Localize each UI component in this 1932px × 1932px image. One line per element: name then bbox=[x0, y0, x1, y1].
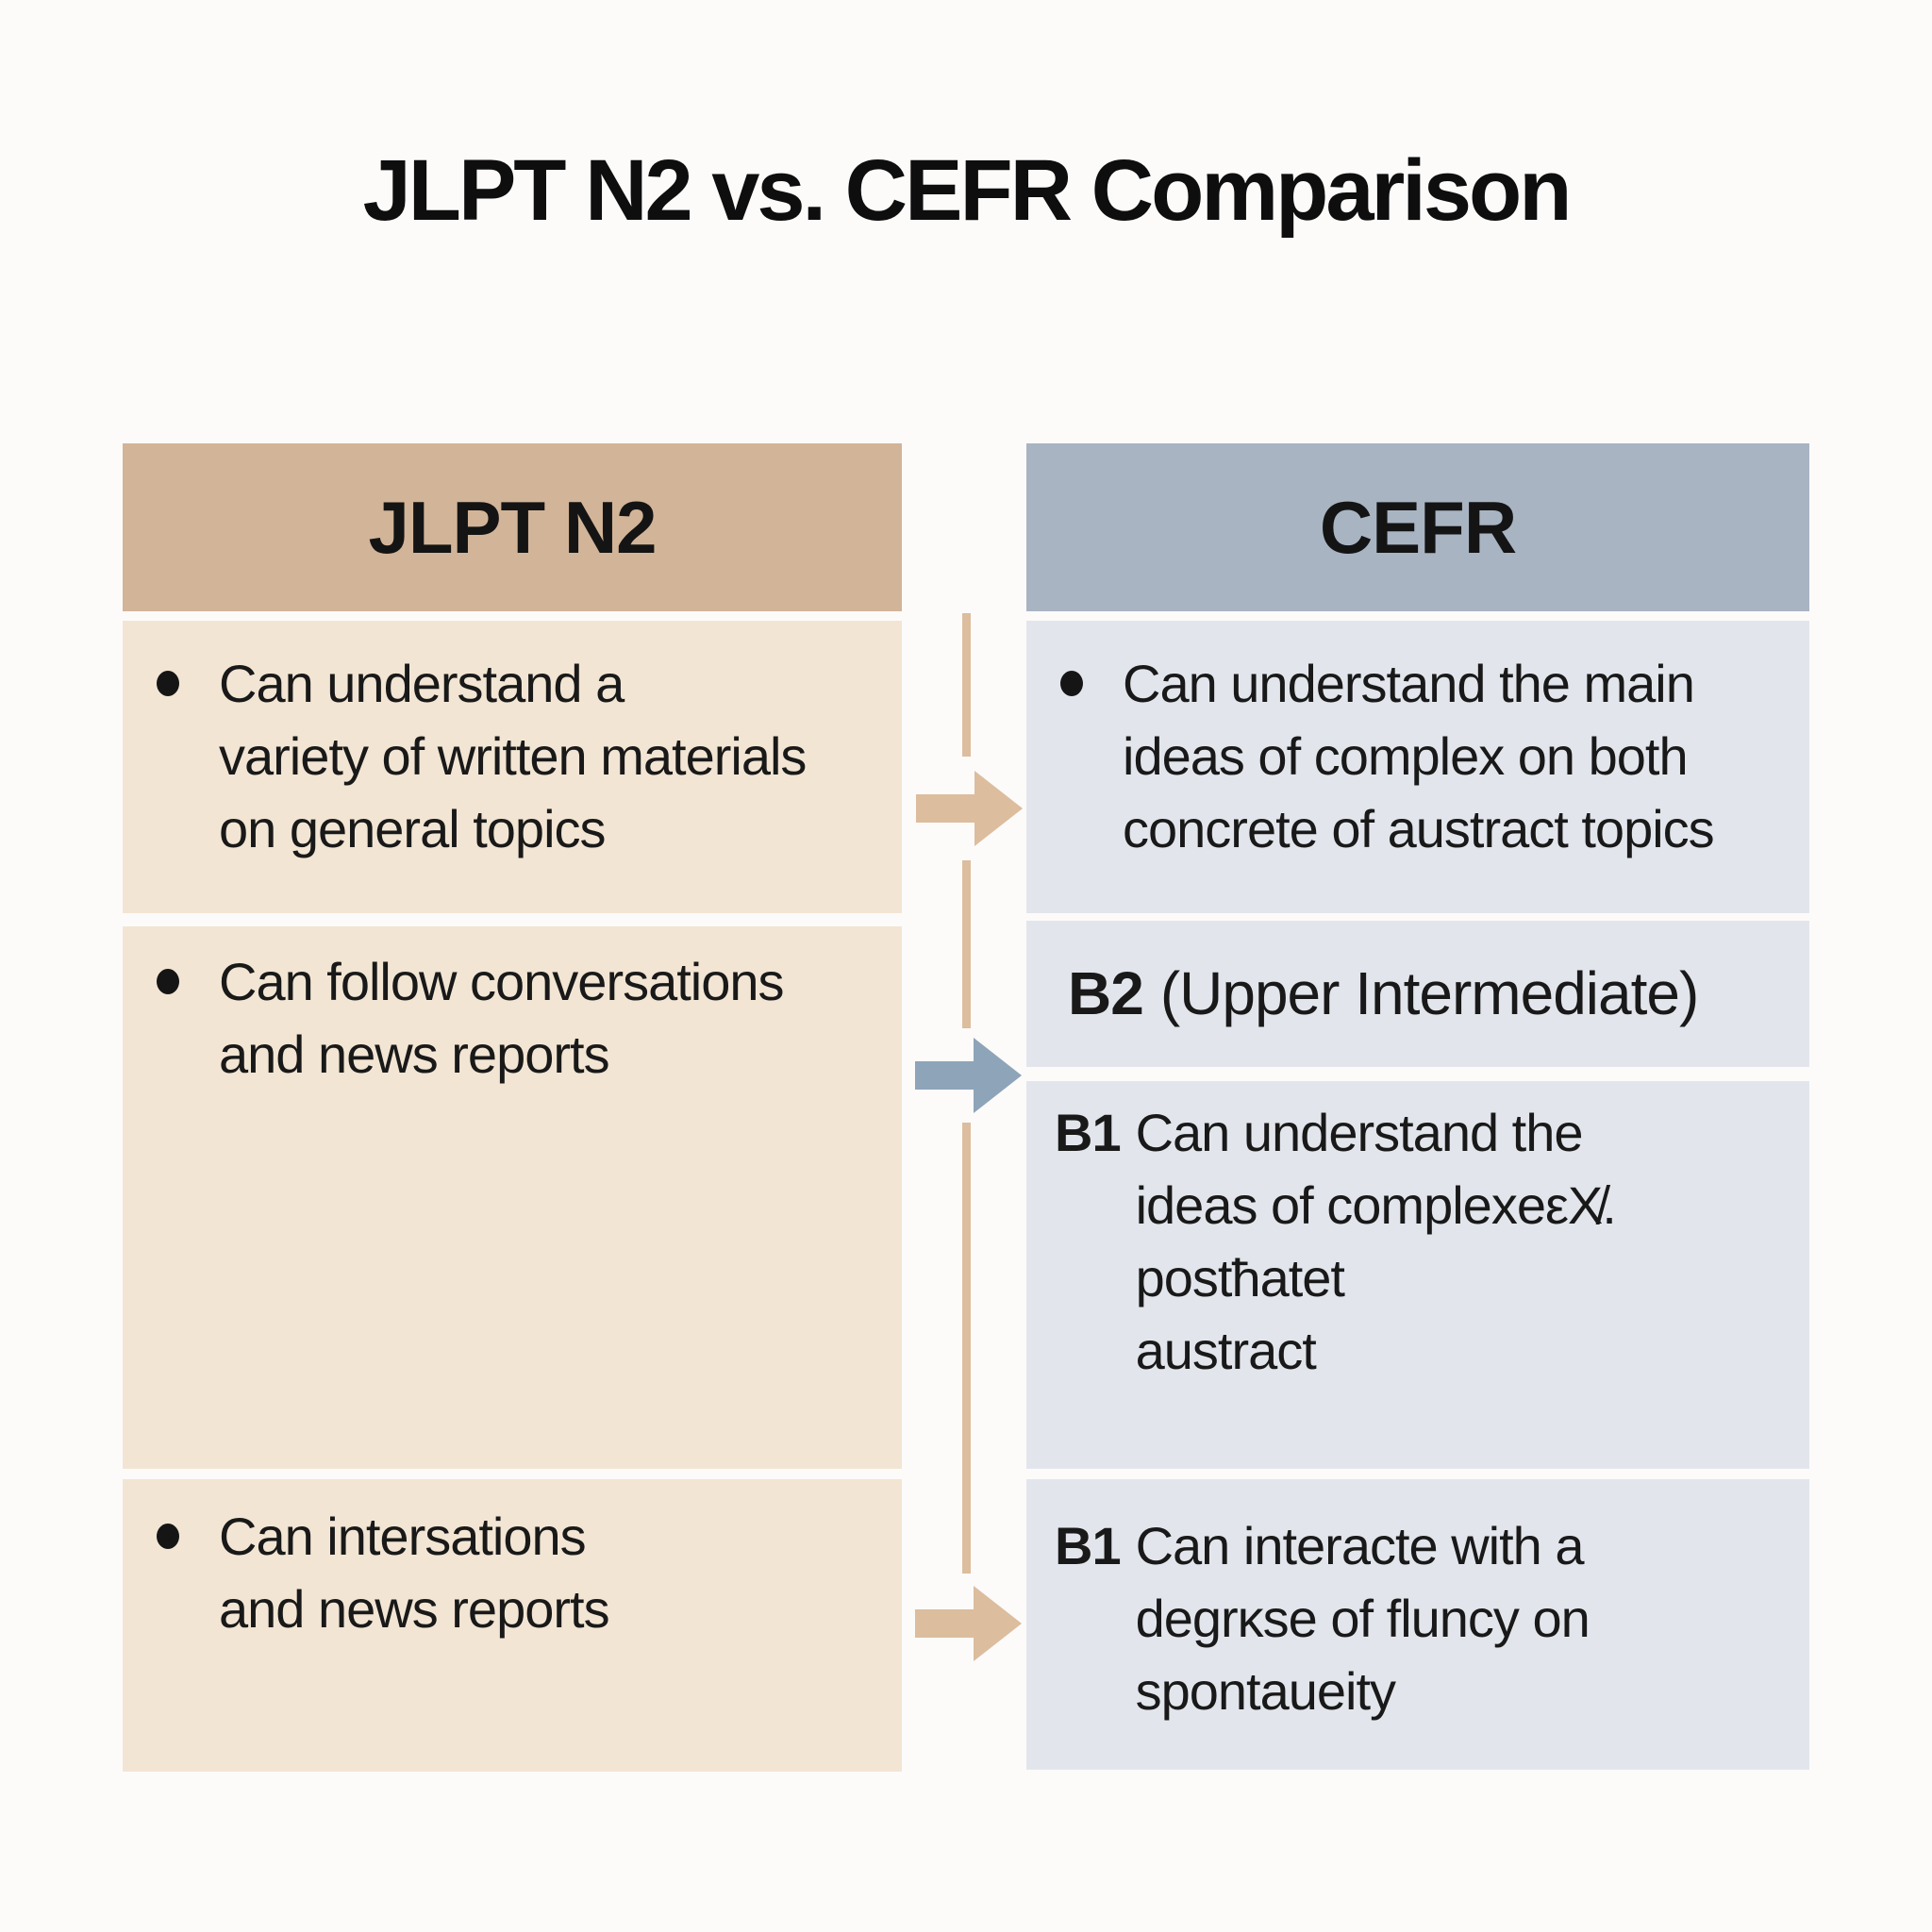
jlpt-row-intersations: Can intersations and news reports bbox=[123, 1479, 902, 1772]
connector-line-icon bbox=[962, 860, 971, 1028]
cefr-row-b2-text: (Upper Intermediate) bbox=[1159, 959, 1699, 1027]
cefr-level-badge-b1: B1 bbox=[1055, 1516, 1122, 1575]
connector-line-icon bbox=[962, 613, 971, 757]
jlpt-row-intersations-text: Can intersations and news reports bbox=[219, 1507, 610, 1639]
cefr-column-header: CEFR bbox=[1026, 443, 1809, 611]
cefr-level-badge-b1: B1 bbox=[1055, 1103, 1122, 1162]
jlpt-column-header: JLPT N2 bbox=[123, 443, 902, 611]
right-arrow-icon bbox=[915, 1038, 1022, 1113]
cefr-row-b1-understand: B1 Can understand the ideas of complexeε… bbox=[1026, 1081, 1809, 1469]
connector-line-icon bbox=[962, 1123, 971, 1574]
jlpt-column: JLPT N2 Can understand a variety of writ… bbox=[123, 443, 902, 1772]
cefr-row-main-ideas-text: Can understand the main ideas of complex… bbox=[1123, 654, 1715, 858]
cefr-row-b1-interact-text: Can interacte with a degrĸse of fluncy o… bbox=[1135, 1516, 1591, 1721]
cefr-level-badge-b2: B2 bbox=[1068, 959, 1144, 1027]
cefr-row-b1-interact: B1 Can interacte with a degrĸse of flunc… bbox=[1026, 1479, 1809, 1770]
right-arrow-icon bbox=[916, 771, 1023, 846]
bullet-icon bbox=[157, 969, 179, 994]
bullet-icon bbox=[157, 671, 179, 696]
bullet-icon bbox=[1060, 671, 1083, 696]
cefr-row-b1-understand-text: Can understand the ideas of complexeεX̸.… bbox=[1135, 1103, 1617, 1380]
jlpt-row-conversations-text: Can follow conversations and news report… bbox=[219, 952, 785, 1084]
jlpt-row-written-materials: Can understand a variety of written mate… bbox=[123, 621, 902, 913]
cefr-row-main-ideas: Can understand the main ideas of complex… bbox=[1026, 621, 1809, 913]
cefr-row-b2-level: B2 (Upper Intermediate) bbox=[1026, 921, 1809, 1067]
jlpt-row-conversations: Can follow conversations and news report… bbox=[123, 926, 902, 1469]
jlpt-row-written-materials-text: Can understand a variety of written mate… bbox=[219, 654, 807, 858]
cefr-column: CEFR Can understand the main ideas of co… bbox=[1026, 443, 1809, 1772]
right-arrow-icon bbox=[915, 1586, 1022, 1661]
bullet-icon bbox=[157, 1524, 179, 1549]
page-title: JLPT N2 vs. CEFR Comparison bbox=[362, 142, 1573, 239]
